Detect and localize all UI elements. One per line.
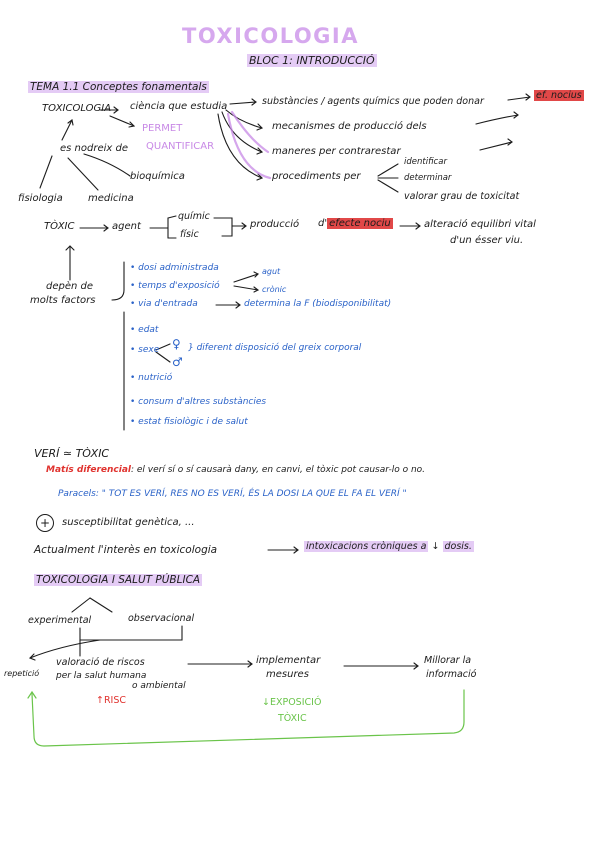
factor-nutricio: • nutrició: [130, 373, 173, 383]
depen-label: depèn de: [46, 281, 94, 292]
dosis-text: dosis.: [442, 541, 474, 552]
factor-dosi: • dosi administrada: [130, 263, 219, 273]
nodreix-label: es nodreix de: [60, 143, 128, 154]
bioquimica-label: bioquímica: [130, 171, 185, 182]
efecte-text: efecte nociu: [327, 218, 393, 229]
esser-node: d'un ésser viu.: [450, 235, 524, 246]
matis-line: Matís diferencial: el verí sí o sí causa…: [46, 466, 425, 475]
suscept-text: susceptibilitat genètica, ...: [62, 517, 195, 528]
tema-heading: TEMA 1.1 Conceptes fonamentals: [28, 81, 209, 93]
medicina-label: medicina: [88, 193, 134, 204]
efnocius-text: ef. nocius: [534, 90, 584, 101]
matis-text: : el verí sí o sí causarà dany, en canvi…: [130, 465, 426, 475]
agent-node: agent: [112, 221, 141, 232]
quimic-node: químic: [178, 211, 210, 222]
exposicio-line2: TÒXIC: [278, 713, 307, 724]
salut-heading: TOXICOLOGIA I SALUT PÚBLICA: [34, 574, 203, 586]
factor-diferent: } diferent disposició del greix corporal: [188, 343, 362, 353]
observacional-label: observacional: [128, 613, 195, 624]
fisiologia-label: fisiologia: [18, 193, 63, 204]
factor-agut: agut: [262, 267, 281, 276]
risc-label: ↑RISC: [96, 695, 127, 706]
paracels-line: Paracels: " TOT ES VERÍ, RES NO ES VERÍ,…: [58, 490, 407, 499]
exposicio-line1: ↓EXPOSICIÓ: [262, 697, 322, 708]
factor-determina: determina la F (biodisponibilitat): [244, 299, 392, 309]
actual-result: intoxicacions cròniques a ↓ dosis.: [304, 541, 474, 552]
factor-cronic: crònic: [262, 285, 287, 294]
matis-label: Matís diferencial: [46, 465, 131, 475]
factor-estat: • estat fisiològic i de salut: [130, 417, 248, 427]
proc-item-valorar: valorar grau de toxicitat: [404, 191, 520, 202]
tema-heading-text: TEMA 1.1 Conceptes fonamentals: [28, 81, 209, 93]
female-icon: ♀: [172, 337, 181, 351]
produccio-node: producció: [250, 219, 300, 230]
down-arrow-icon: ↓: [431, 541, 440, 552]
factor-sexe: • sexe: [130, 345, 160, 355]
experimental-label: experimental: [28, 615, 92, 626]
salut-heading-text: TOXICOLOGIA I SALUT PÚBLICA: [34, 574, 203, 586]
proc-item-identificar: identificar: [404, 157, 447, 167]
fisic-node: físic: [180, 229, 199, 240]
millorar-line1: Millorar la: [424, 655, 472, 666]
maneres-node: maneres per contrarestar: [272, 146, 401, 157]
factor-via: • via d'entrada: [130, 299, 198, 309]
actual-result-text: intoxicacions cròniques a: [304, 541, 429, 552]
efecte-node: d'efecte nociu: [318, 218, 393, 229]
proc-item-determinar: determinar: [404, 173, 452, 183]
valoracio-line3: o ambiental: [132, 681, 186, 691]
implementar-line1: implementar: [256, 655, 321, 666]
factor-temps: • temps d'exposició: [130, 281, 220, 291]
permet-label: PERMET: [142, 123, 183, 134]
millorar-line2: informació: [426, 669, 477, 680]
page-title: TOXICOLOGIA: [182, 24, 359, 48]
substancies-node: substàncies / agents químics que poden d…: [262, 96, 484, 107]
factor-consum: • consum d'altres substàncies: [130, 397, 267, 407]
valoracio-line1: valoració de riscos: [56, 657, 145, 668]
valoracio-line2: per la salut humana: [56, 671, 147, 681]
actual-text: Actualment l'interès en toxicologia: [34, 544, 218, 556]
paracels-quote: : " TOT ES VERÍ, RES NO ES VERÍ, ÉS LA D…: [95, 489, 407, 499]
factors-label: molts factors: [30, 295, 96, 306]
bloc-heading: BLOC 1: INTRODUCCIÓ: [247, 54, 377, 67]
plus-circle-icon: +: [36, 514, 54, 532]
alteracio-node: alteració equilibri vital: [424, 219, 536, 230]
veri-heading: VERÍ ≃ TÒXIC: [34, 447, 110, 460]
bloc-heading-text: BLOC 1: INTRODUCCIÓ: [247, 54, 377, 67]
toxicologia-node: TOXICOLOGIA: [42, 103, 112, 114]
implementar-line2: mesures: [266, 669, 309, 680]
toxic-node: TÒXIC: [44, 221, 75, 232]
male-icon: ♂: [172, 355, 183, 369]
quantificar-label: QUANTIFICAR: [146, 141, 215, 152]
procediments-node: procediments per: [272, 171, 361, 182]
mecanismes-node: mecanismes de producció dels: [272, 121, 427, 132]
paracels-label: Paracels: [58, 489, 96, 499]
repeticio-label: repetició: [4, 669, 40, 678]
efnocius-node: ef. nocius: [534, 90, 584, 101]
efecte-prefix: d': [318, 218, 328, 229]
factor-edat: • edat: [130, 325, 159, 335]
ciencia-node: ciència que estudia: [130, 101, 228, 112]
